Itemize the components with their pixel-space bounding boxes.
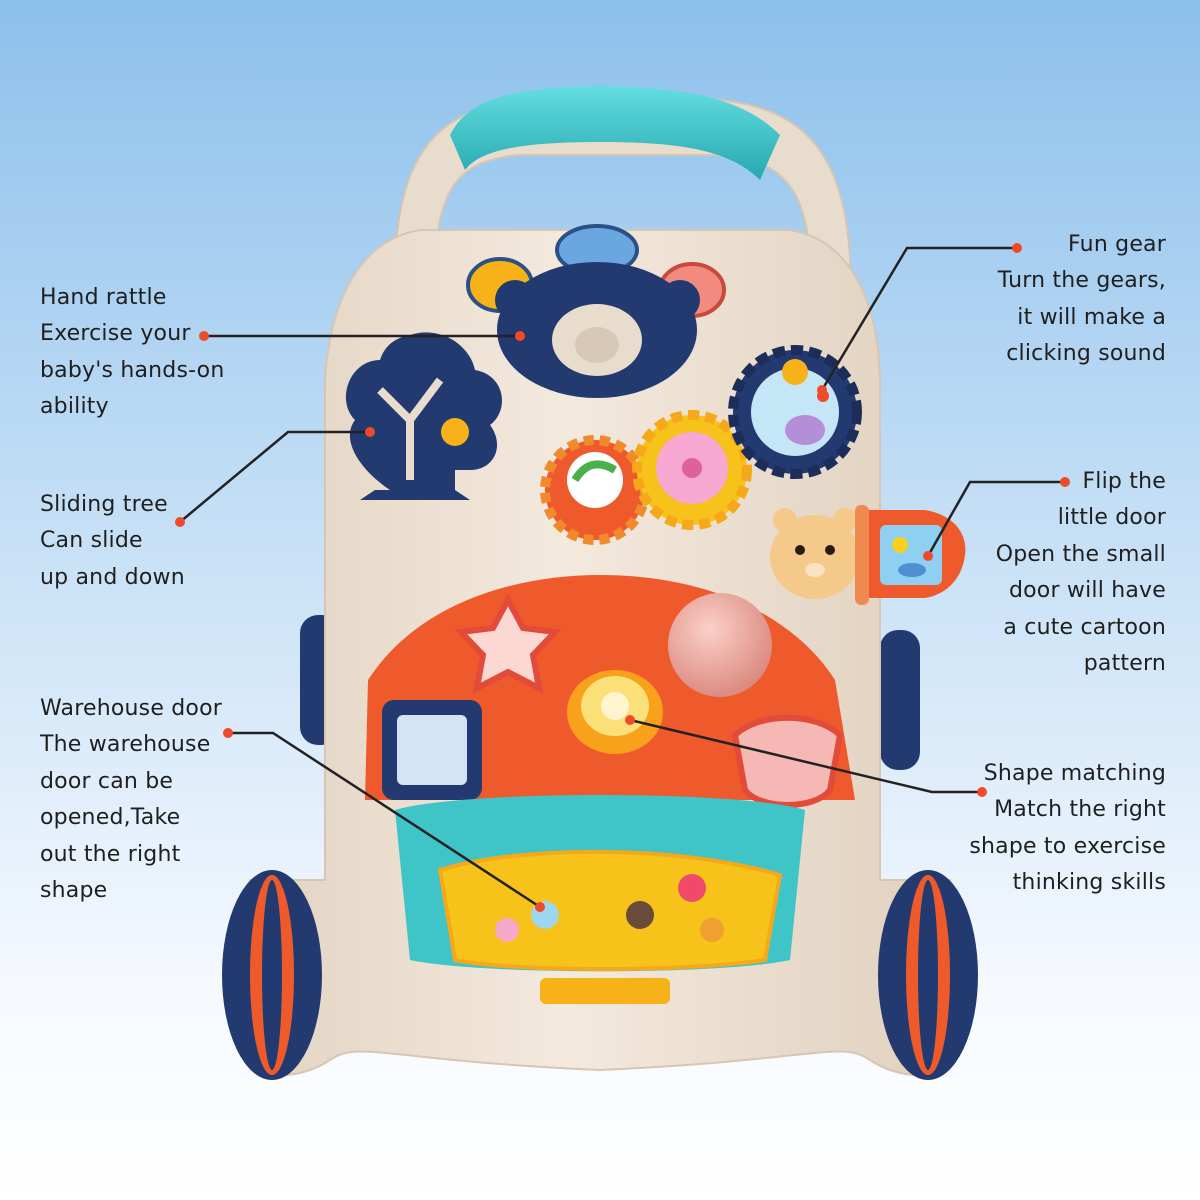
sliding-tree-line: up and down bbox=[40, 564, 185, 590]
sliding-tree-line: Can slide bbox=[40, 528, 143, 554]
flip-door-line: pattern bbox=[1083, 651, 1166, 677]
hand-rattle-line: Hand rattle bbox=[40, 285, 167, 310]
warehouse-door-line: door can be bbox=[40, 768, 174, 794]
fun-gear-callout: Fun gear Turn the gears, it will make a … bbox=[998, 227, 1166, 373]
square-shape-icon[interactable] bbox=[382, 700, 482, 800]
gear-yellow-icon[interactable] bbox=[632, 410, 752, 530]
fun-gear-icon[interactable] bbox=[728, 345, 862, 479]
flip-door-line: little door bbox=[1057, 505, 1166, 531]
flip-door-line: Flip the bbox=[1082, 469, 1166, 494]
fun-gear-line: Fun gear bbox=[1068, 232, 1166, 257]
shape-matching-line: shape to exercise bbox=[969, 833, 1166, 859]
walker-handle bbox=[393, 86, 851, 301]
warehouse-door-line: Warehouse door bbox=[40, 696, 222, 721]
front-wheel-left bbox=[222, 870, 322, 1080]
flip-door-callout: Flip the little door Open the small door… bbox=[996, 464, 1166, 682]
fun-gear-line: clicking sound bbox=[1006, 341, 1166, 367]
leader-dots bbox=[175, 243, 1070, 912]
warehouse-door-line: out the right bbox=[40, 841, 181, 867]
bear-face-icon bbox=[770, 508, 860, 599]
sliding-tree-icon[interactable] bbox=[345, 332, 502, 500]
warehouse-door-icon[interactable] bbox=[437, 849, 783, 1004]
shape-matching-line: Match the right bbox=[994, 797, 1166, 823]
triangle-shape-icon[interactable] bbox=[731, 714, 844, 808]
teal-grip-icon[interactable] bbox=[450, 86, 780, 180]
sliding-tree-callout: Sliding tree Can slide up and down bbox=[40, 487, 185, 596]
leader-lines bbox=[179, 246, 1065, 909]
sliding-tree-line: Sliding tree bbox=[40, 492, 168, 517]
flip-door-icon[interactable] bbox=[855, 505, 966, 605]
star-shape-icon[interactable] bbox=[454, 593, 562, 694]
flip-door-line: Open the small bbox=[995, 541, 1166, 567]
ball-icon[interactable] bbox=[668, 593, 772, 697]
warehouse-door-line: opened,Take bbox=[40, 805, 181, 831]
cylinder-shape-icon[interactable] bbox=[567, 670, 663, 754]
fun-gear-line: Turn the gears, bbox=[997, 268, 1166, 294]
fun-gear-line: it will make a bbox=[1017, 304, 1166, 330]
gear-orange-icon[interactable] bbox=[540, 435, 650, 545]
warehouse-door-line: shape bbox=[40, 878, 108, 904]
shape-matching-callout: Shape matching Match the right shape to … bbox=[969, 756, 1166, 902]
front-wheel-right bbox=[878, 870, 978, 1080]
hand-rattle-line: Exercise your bbox=[40, 321, 191, 347]
hand-rattle-line: baby's hands-on bbox=[40, 357, 225, 383]
warehouse-door-line: The warehouse bbox=[40, 732, 211, 758]
hand-rattle-callout: Hand rattle Exercise your baby's hands-o… bbox=[40, 280, 224, 426]
warehouse-door-callout: Warehouse door The warehouse door can be… bbox=[40, 691, 222, 909]
hand-rattle-icon[interactable] bbox=[495, 262, 700, 398]
hand-rattle-line: ability bbox=[40, 394, 109, 420]
flip-door-line: a cute cartoon bbox=[1003, 614, 1166, 640]
shape-matching-line: thinking skills bbox=[1012, 870, 1166, 896]
flip-door-line: door will have bbox=[1008, 578, 1166, 604]
shape-matching-line: Shape matching bbox=[983, 761, 1166, 786]
